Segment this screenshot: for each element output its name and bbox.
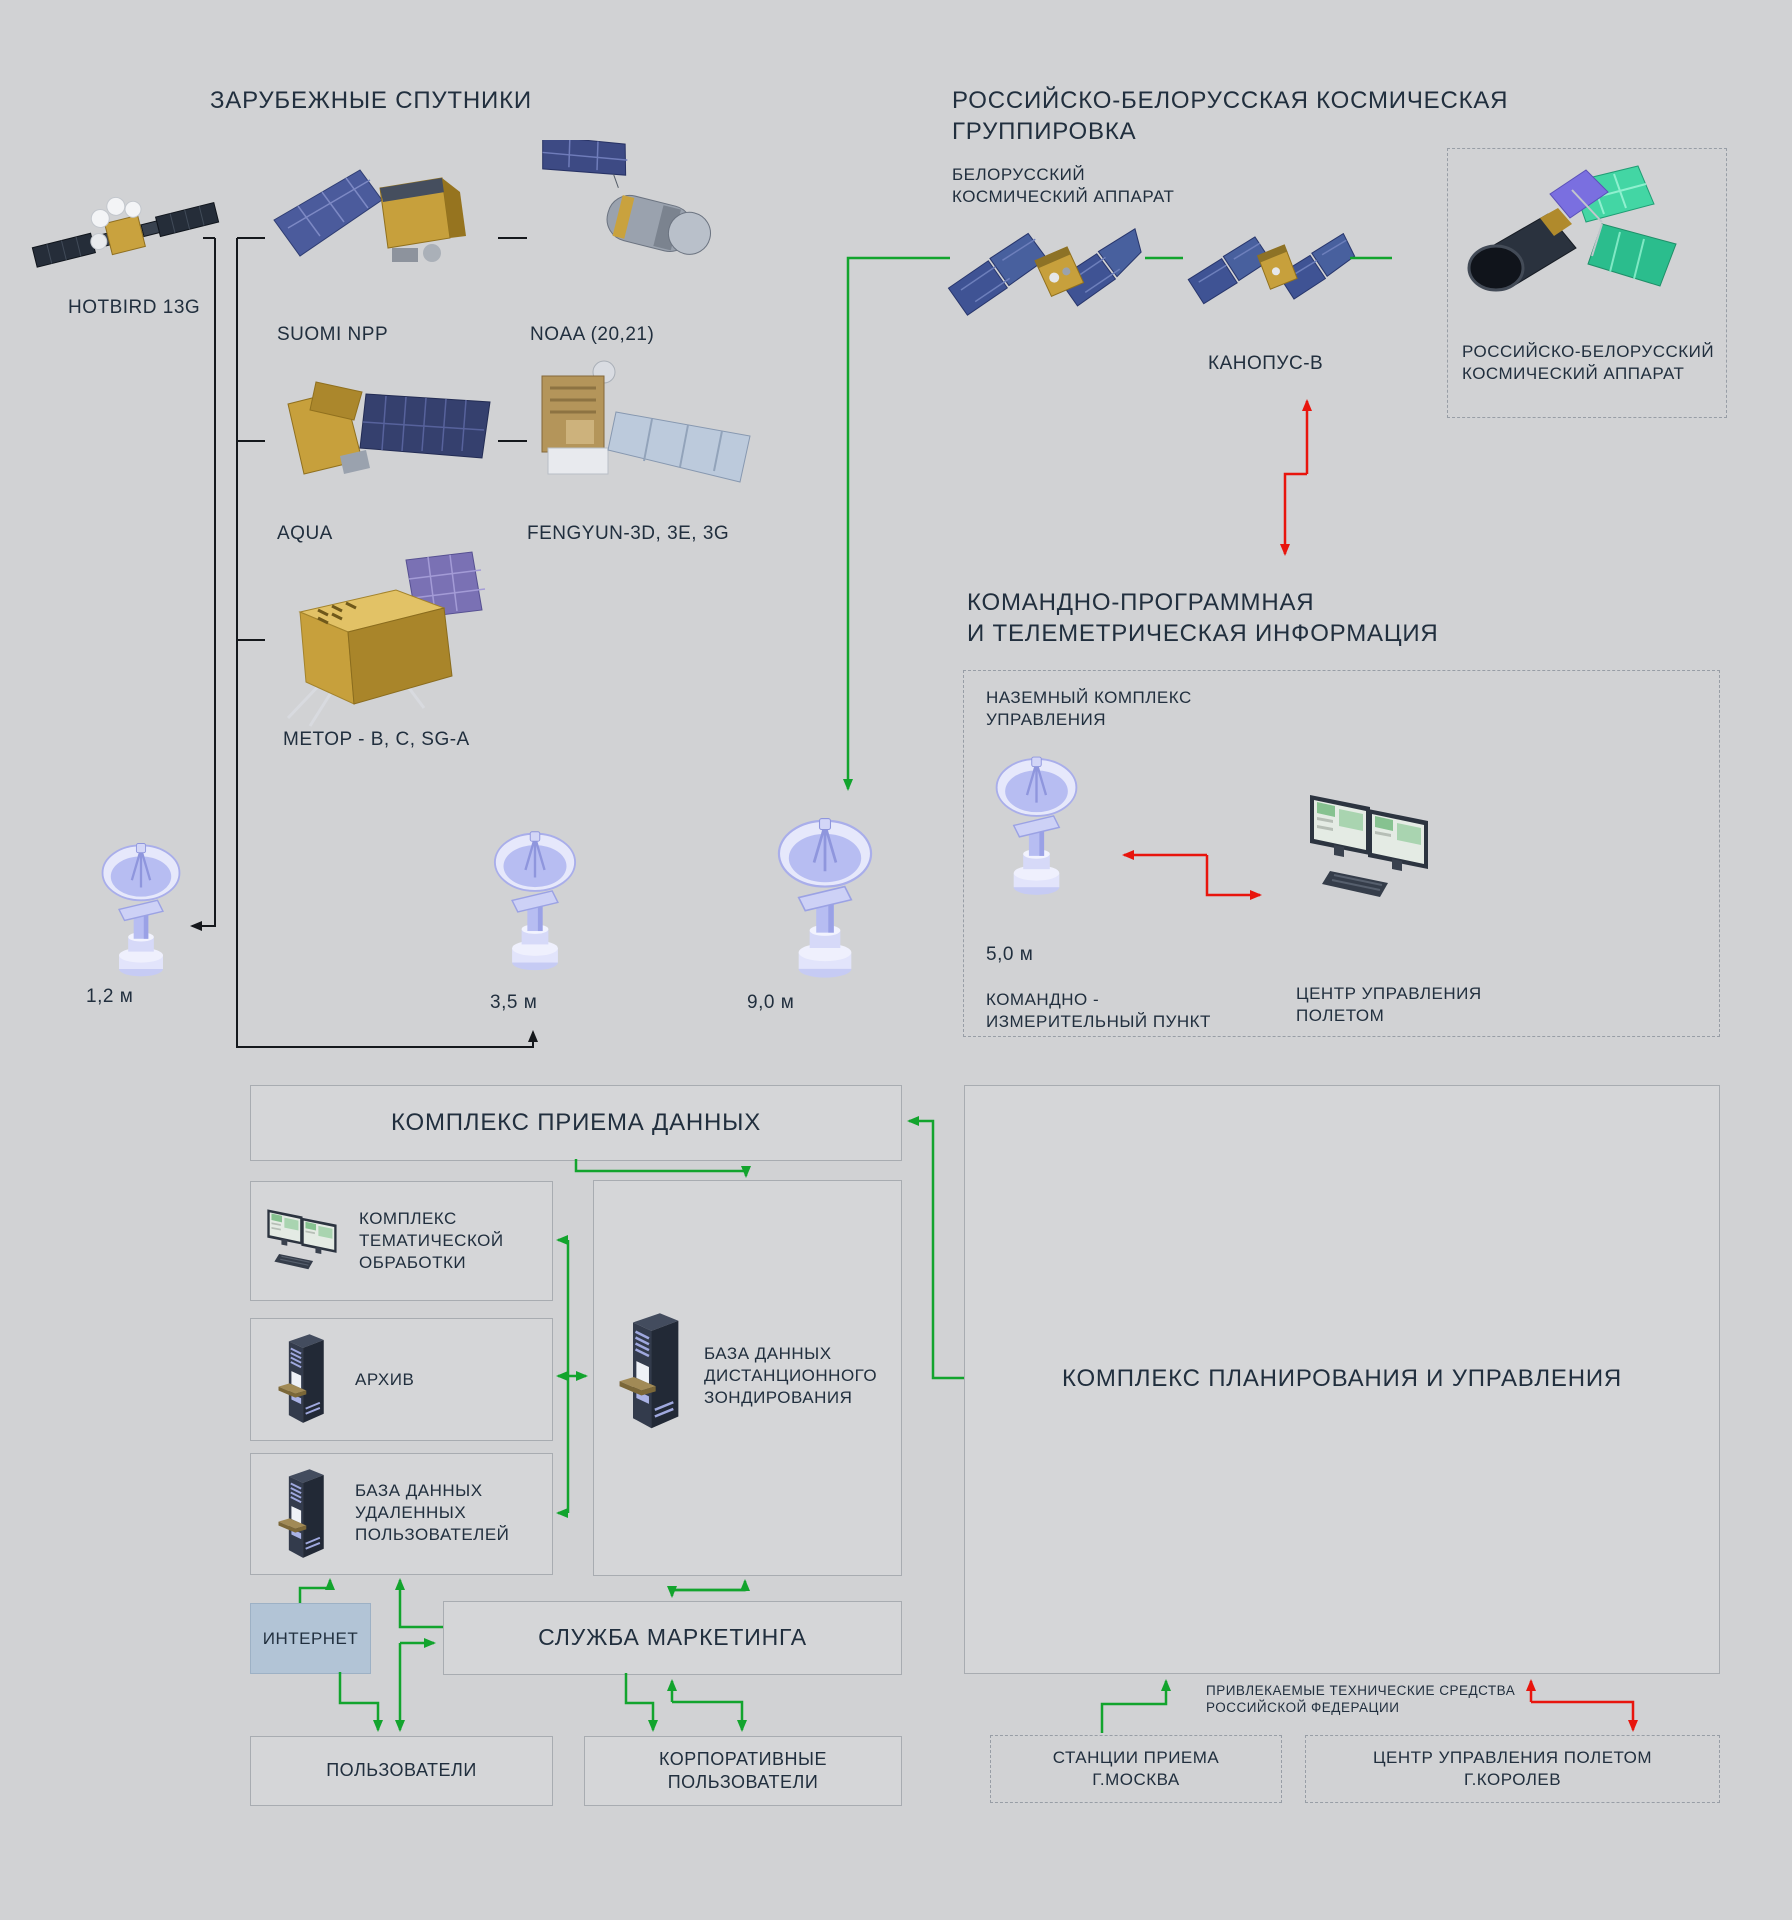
satellite-noaa-icon [542, 140, 711, 255]
box-planning-control: КОМПЛЕКС ПЛАНИРОВАНИЯ И УПРАВЛЕНИЯ [964, 1085, 1720, 1674]
antenna-9-0m-label: 9,0 м [747, 992, 795, 1013]
antenna-1-2m-label: 1,2 м [86, 986, 134, 1007]
satellite-aqua-label: AQUA [277, 523, 333, 544]
box-korolev-mcc: ЦЕНТР УПРАВЛЕНИЯ ПОЛЕТОМ Г.КОРОЛЕВ [1305, 1735, 1720, 1803]
box-internet-label: ИНТЕРНЕТ [262, 1628, 359, 1648]
antenna-5-0m-label: 5,0 м [986, 944, 1034, 965]
heading-foreign-satellites: ЗАРУБЕЖНЫЕ СПУТНИКИ [210, 87, 532, 114]
box-archive-label: АРХИВ [355, 1370, 415, 1389]
heading-cmd-telemetry: КОМАНДНО-ПРОГРАММНАЯ И ТЕЛЕМЕТРИЧЕСКАЯ И… [967, 589, 1439, 647]
box-remote-users-db-label: БАЗА ДАННЫХ УДАЛЕННЫХ ПОЛЬЗОВАТЕЛЕЙ [355, 1481, 510, 1544]
satellite-noaa-label: NOAA (20,21) [530, 324, 655, 345]
box-korolev-mcc-label: ЦЕНТР УПРАВЛЕНИЯ ПОЛЕТОМ Г.КОРОЛЕВ [1372, 1748, 1653, 1789]
satellite-fengyun-icon [541, 360, 751, 483]
satellite-rb-label: РОССИЙСКО-БЕЛОРУССКИЙ КОСМИЧЕСКИЙ АППАРА… [1462, 342, 1715, 383]
antenna-9-0m-icon [770, 812, 880, 982]
satellite-kanopus-label: КАНОПУС-В [1208, 353, 1324, 374]
sensing-db-server-icon [616, 1309, 692, 1435]
mission-control-label: ЦЕНТР УПРАВЛЕНИЯ ПОЛЕТОМ [1296, 984, 1482, 1025]
box-sensing-db: БАЗА ДАННЫХ ДИСТАНЦИОННОГО ЗОНДИРОВАНИЯ [593, 1180, 902, 1576]
ground-control-dashed-box: НАЗЕМНЫЙ КОМПЛЕКС УПРАВЛЕНИЯ 5,0 м КОМАН… [963, 670, 1720, 1037]
box-remote-users-db: БАЗА ДАННЫХ УДАЛЕННЫХ ПОЛЬЗОВАТЕЛЕЙ [250, 1453, 553, 1575]
satellite-kanopus-icon [1187, 232, 1356, 305]
box-planning-control-label: КОМПЛЕКС ПЛАНИРОВАНИЯ И УПРАВЛЕНИЯ [1061, 1365, 1623, 1393]
satellite-fengyun-label: FENGYUN-3D, 3E, 3G [527, 523, 730, 544]
satellite-belarus-label: БЕЛОРУССКИЙ КОСМИЧЕСКИЙ АППАРАТ [952, 165, 1175, 206]
antenna-5-0m-icon [989, 749, 1084, 901]
box-moscow-station-label: СТАНЦИИ ПРИЕМА Г.МОСКВА [1052, 1748, 1220, 1789]
box-thematic-processing-label: КОМПЛЕКС ТЕМАТИЧЕСКОЙ ОБРАБОТКИ [359, 1209, 504, 1272]
box-marketing-label: СЛУЖБА МАРКЕТИНГА [538, 1624, 807, 1651]
thematic-monitors-icon [265, 1202, 353, 1272]
box-sensing-db-label: БАЗА ДАННЫХ ДИСТАНЦИОННОГО ЗОНДИРОВАНИЯ [704, 1344, 878, 1407]
satellite-hotbird-label: HOTBIRD 13G [68, 297, 201, 318]
box-moscow-station: СТАНЦИИ ПРИЕМА Г.МОСКВА [990, 1735, 1282, 1803]
satellite-suomi-label: SUOMI NPP [277, 324, 389, 345]
remote-users-server-icon [275, 1466, 335, 1563]
satellite-rb-icon [1467, 165, 1677, 292]
box-internet: ИНТЕРНЕТ [250, 1603, 371, 1674]
antenna-1-2m-icon [95, 838, 187, 980]
satellite-suomi-icon [273, 169, 466, 262]
box-corporate-users-label: КОРПОРАТИВНЫЕ ПОЛЬЗОВАТЕЛИ [658, 1748, 827, 1792]
box-thematic-processing: КОМПЛЕКС ТЕМАТИЧЕСКОЙ ОБРАБОТКИ [250, 1181, 553, 1301]
archive-server-icon [275, 1331, 335, 1428]
box-archive: АРХИВ [250, 1318, 553, 1441]
heading-rb-constellation: РОССИЙСКО-БЕЛОРУССКАЯ КОСМИЧЕСКАЯ ГРУППИ… [952, 87, 1509, 145]
box-users: ПОЛЬЗОВАТЕЛИ [250, 1736, 553, 1806]
satellite-belarus-icon [947, 228, 1142, 316]
antenna-3-5m-icon [487, 826, 583, 974]
box-marketing: СЛУЖБА МАРКЕТИНГА [443, 1601, 902, 1675]
command-measure-point-label: КОМАНДНО - ИЗМЕРИТЕЛЬНЫЙ ПУНКТ [986, 990, 1211, 1031]
box-corporate-users: КОРПОРАТИВНЫЕ ПОЛЬЗОВАТЕЛИ [584, 1736, 902, 1806]
box-users-label: ПОЛЬЗОВАТЕЛИ [326, 1760, 477, 1781]
satellite-aqua-icon [287, 381, 491, 475]
mission-control-monitors-icon [1306, 783, 1456, 901]
satellite-metop-icon [286, 551, 486, 727]
antenna-3-5m-label: 3,5 м [490, 992, 538, 1013]
rb-satellite-dashed-box: РОССИЙСКО-БЕЛОРУССКИЙ КОСМИЧЕСКИЙ АППАРА… [1447, 148, 1727, 418]
satellite-metop-label: METOP - B, C, SG-A [283, 729, 470, 750]
satellite-hotbird-icon [31, 196, 220, 268]
ground-control-label: НАЗЕМНЫЙ КОМПЛЕКС УПРАВЛЕНИЯ [986, 688, 1192, 729]
attracted-facilities-label: ПРИВЛЕКАЕМЫЕ ТЕХНИЧЕСКИЕ СРЕДСТВА РОССИЙ… [1206, 1683, 1516, 1716]
box-data-reception: КОМПЛЕКС ПРИЕМА ДАННЫХ [250, 1085, 902, 1161]
box-data-reception-label: КОМПЛЕКС ПРИЕМА ДАННЫХ [390, 1108, 762, 1136]
